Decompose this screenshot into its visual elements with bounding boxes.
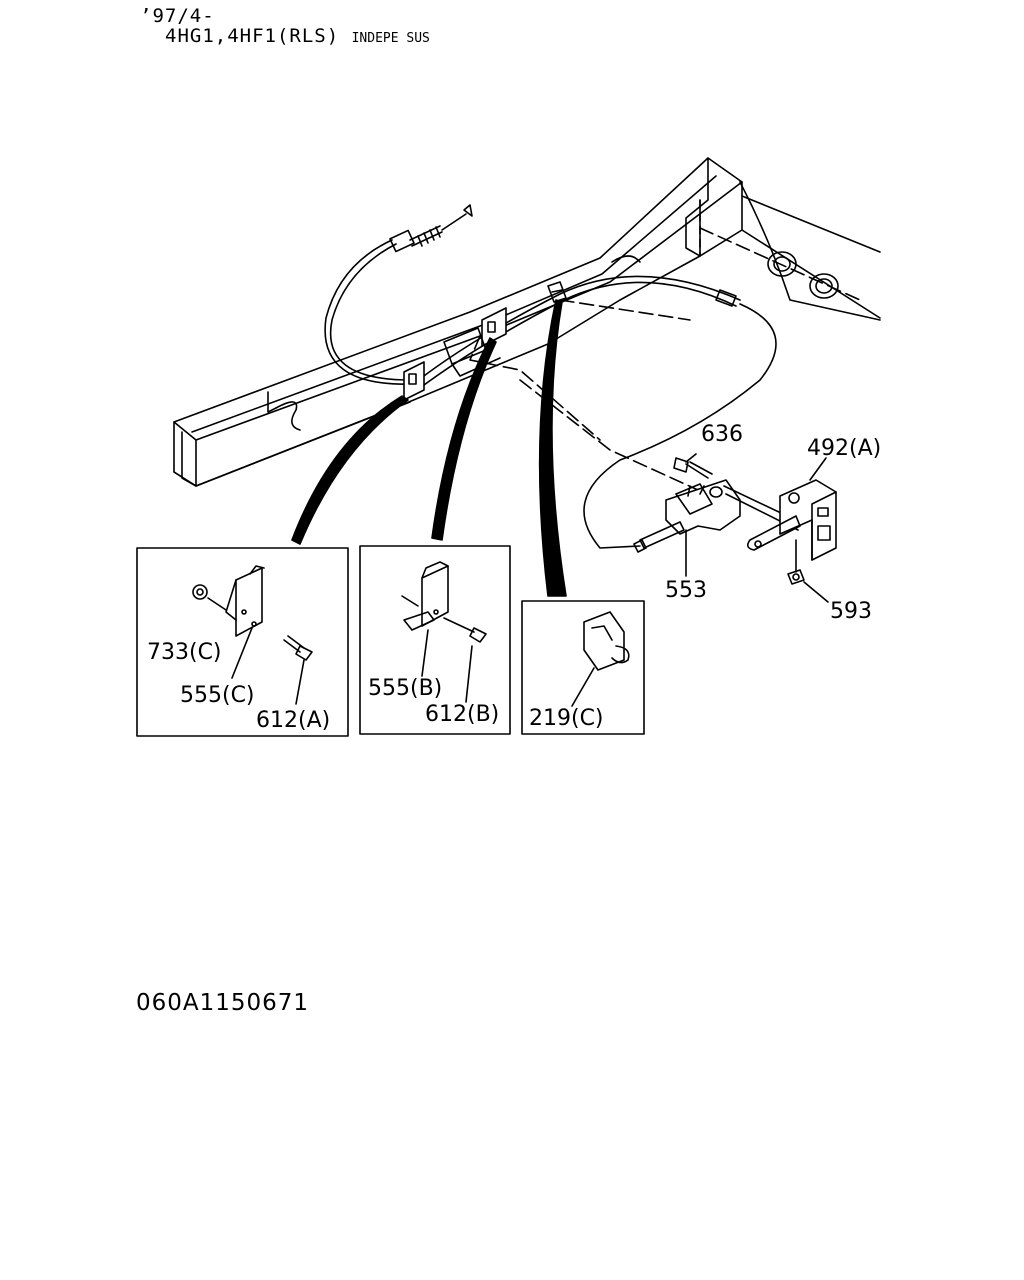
lever-553	[633, 479, 801, 553]
bracket-492a	[746, 479, 837, 561]
bracket-555c	[225, 565, 265, 637]
header-model-main: 4HG1,4HF1(RLS)	[165, 25, 340, 47]
detail-box-1	[136, 547, 349, 737]
header-date: ’97/4-	[140, 5, 215, 27]
bolt-612b	[443, 617, 487, 643]
parking-brake-cable	[324, 204, 777, 549]
header-model-suffix: INDEPE SUS	[351, 31, 430, 46]
leader-492a	[809, 457, 827, 481]
label-593: 593	[830, 599, 872, 624]
brackets-on-frame	[403, 307, 507, 401]
label-219c: 219(C)	[529, 706, 604, 731]
header-model: 4HG1,4HF1(RLS) INDEPE SUS	[165, 26, 430, 49]
label-612b: 612(B)	[425, 702, 499, 727]
leader-555c	[231, 627, 253, 679]
detail-leaders	[291, 299, 567, 597]
detail-box-2	[359, 545, 511, 735]
clamp-on-frame	[547, 281, 567, 303]
bolt-636	[673, 457, 713, 479]
nut-733c	[192, 584, 208, 600]
leader-636	[685, 453, 697, 463]
label-612a: 612(A)	[256, 708, 330, 733]
bracket-555b	[401, 561, 449, 631]
label-555b: 555(B)	[368, 676, 442, 701]
nut-593	[787, 569, 805, 585]
label-733c: 733(C)	[147, 640, 222, 665]
frame-rail	[173, 157, 881, 501]
leader-612a	[295, 659, 305, 705]
leader-612b	[465, 645, 473, 703]
clamp-219c	[583, 611, 630, 671]
leader-555b	[421, 629, 429, 677]
label-555c: 555(C)	[180, 683, 255, 708]
bolt-612a	[283, 635, 313, 661]
leader-733c	[207, 597, 227, 611]
detail-box-3	[521, 600, 645, 735]
label-492a: 492(A)	[807, 436, 881, 461]
leader-219c	[571, 667, 595, 707]
leader-593	[803, 581, 829, 603]
label-553: 553	[665, 578, 707, 603]
diagram-code: 060A1150671	[136, 990, 310, 1016]
label-636: 636	[701, 422, 743, 447]
